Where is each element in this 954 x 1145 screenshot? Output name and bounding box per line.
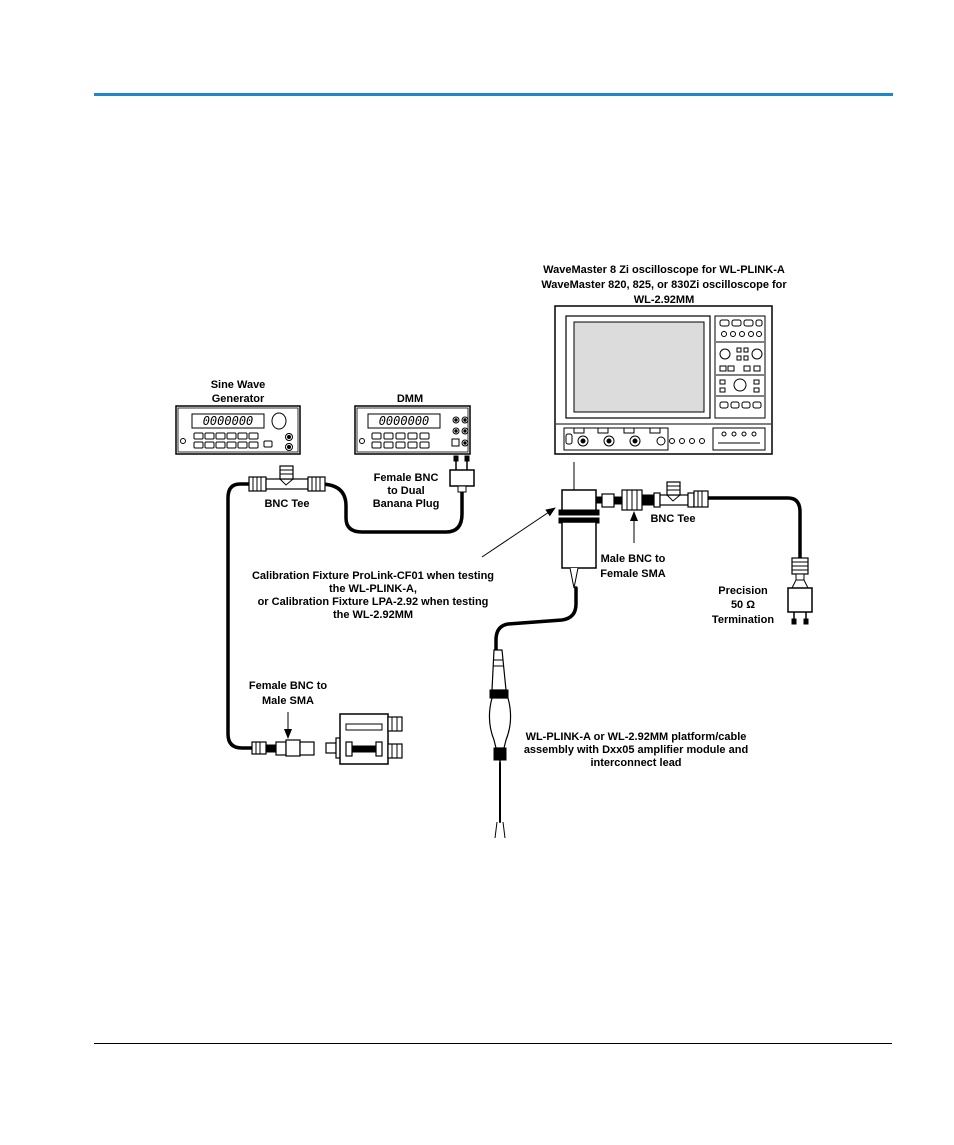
platform-cable-label-line-1: WL-PLINK-A or WL-2.92MM platform/cable	[526, 731, 747, 743]
banana-plug-label-line-1: Female BNC	[374, 472, 439, 484]
sine-generator-display: 0000000	[203, 414, 254, 428]
male-bnc-sma-label-line-2: Female SMA	[600, 568, 665, 580]
cables	[226, 482, 802, 823]
bnc-tee-left	[248, 465, 326, 492]
cal-fixture-label-line-1: Calibration Fixture ProLink-CF01 when te…	[252, 570, 494, 582]
sma-adapter-assembly	[251, 713, 403, 765]
termination-label-line-3: Termination	[712, 614, 774, 626]
header-rule	[94, 93, 893, 96]
male-bnc-sma-label-line-1: Male BNC to	[601, 553, 666, 565]
cal-fixture-label-line-2: the WL-PLINK-A,	[329, 583, 417, 595]
pointer-arrows	[284, 507, 638, 739]
cal-fixture-label-line-3: or Calibration Fixture LPA-2.92 when tes…	[258, 596, 489, 608]
sine-generator-label-line-1: Sine Wave	[211, 379, 266, 391]
right-connector-chain	[595, 481, 709, 511]
female-bnc-sma-label-line-2: Male SMA	[262, 695, 314, 707]
female-bnc-sma-label-line-1: Female BNC to	[249, 680, 328, 692]
bnc-tee-left-label: BNC Tee	[264, 498, 309, 510]
oscilloscope-label-line-1: WaveMaster 8 Zi oscilloscope for WL-PLIN…	[543, 264, 785, 276]
cal-fixture-label-line-4: the WL-2.92MM	[333, 609, 413, 621]
oscilloscope	[554, 305, 773, 455]
sine-wave-generator	[175, 405, 301, 455]
calibration-fixture	[558, 489, 600, 589]
platform-cable-probe	[488, 649, 512, 839]
dmm	[354, 405, 471, 455]
bnc-tee-right-label: BNC Tee	[650, 513, 695, 525]
oscilloscope-label-line-3: WL-2.92MM	[634, 294, 695, 306]
precision-termination	[787, 557, 813, 625]
dmm-display: 0000000	[379, 414, 430, 428]
termination-label-line-2: 50 Ω	[731, 599, 755, 611]
platform-cable-label-line-2: assembly with Dxx05 amplifier module and	[524, 744, 748, 756]
bnc-banana-plug	[449, 455, 475, 493]
banana-plug-label-line-3: Banana Plug	[373, 498, 440, 510]
footer-rule	[94, 1043, 892, 1044]
dmm-label: DMM	[397, 393, 423, 405]
termination-label-line-1: Precision	[718, 585, 768, 597]
platform-cable-label-line-3: interconnect lead	[590, 757, 681, 769]
banana-plug-label-line-2: to Dual	[387, 485, 424, 497]
oscilloscope-label-line-2: WaveMaster 820, 825, or 830Zi oscillosco…	[541, 279, 787, 291]
sine-generator-label-line-2: Generator	[212, 393, 265, 405]
